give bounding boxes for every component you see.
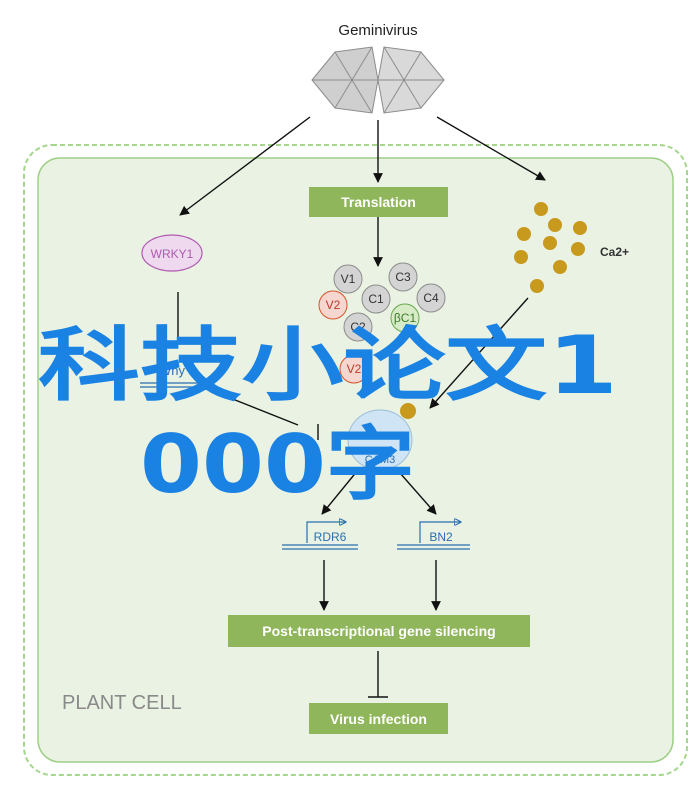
rdr6-label: RDR6 — [314, 530, 347, 544]
bn2-label: BN2 — [429, 530, 453, 544]
ca2-ion-dot — [548, 218, 562, 232]
ca2-ion-dot — [530, 279, 544, 293]
watermark-line-1: 科技小论文1 — [38, 319, 618, 412]
watermark-overlay: 科技小论文1 000字 — [38, 319, 618, 511]
svg-text:βC1: βC1 — [394, 311, 417, 325]
cam-arrows — [321, 469, 437, 515]
svg-text:C2: C2 — [350, 320, 366, 334]
wrky1-inhibition — [170, 292, 186, 344]
ptgs-inhibition — [368, 651, 388, 698]
protein-c1: C1 — [361, 284, 391, 314]
protein-v1: V1 — [333, 264, 363, 294]
watermark-line-2: 000字 — [140, 418, 415, 511]
wrky1-label: WRKY1 — [151, 247, 194, 261]
bn2-gene: BN2 — [397, 522, 470, 550]
ptgs-box: Post-transcriptional gene silencing — [228, 615, 530, 647]
svg-text:V2: V2 — [347, 362, 362, 376]
wrky1-node: WRKY1 — [141, 234, 203, 272]
protein-v2-top: V2 — [318, 290, 348, 320]
translation-box: Translation — [309, 187, 448, 217]
virus-infection-box: Virus infection — [309, 703, 448, 734]
ca2-ion-dot — [534, 202, 548, 216]
protein-bc1: βC1 — [390, 303, 420, 333]
rdr6-gene: RDR6 — [282, 522, 358, 550]
virus-arrows — [179, 116, 546, 267]
ca2-label: Ca2+ — [600, 245, 629, 259]
svg-text:C3: C3 — [395, 270, 411, 284]
why-gene: Why — [140, 363, 205, 388]
ca2-ion-dot — [517, 227, 531, 241]
protein-v2-bottom: V2 — [339, 354, 369, 384]
svg-text:C1: C1 — [368, 292, 384, 306]
virus-infection-label: Virus infection — [330, 711, 427, 727]
gene-arrows — [319, 560, 441, 611]
ca2-ion-dot — [543, 236, 557, 250]
why-to-cam-line — [209, 389, 299, 426]
svg-text:V1: V1 — [341, 272, 356, 286]
cam-label: CAM3 — [365, 454, 396, 466]
protein-c2: C2 — [343, 312, 373, 342]
geminivirus-label: Geminivirus — [338, 22, 417, 39]
ptgs-label: Post-transcriptional gene silencing — [262, 623, 495, 639]
ca2-ion-dot — [514, 250, 528, 264]
protein-c4: C4 — [416, 283, 446, 313]
ca2-to-cam-arrow — [429, 297, 529, 409]
ca2-ion-dot — [571, 242, 585, 256]
ca2-ion-dot — [553, 260, 567, 274]
cam-node: CAM3 — [347, 403, 416, 471]
viral-proteins: V1 C3 V2 C1 C4 C2 βC1 V2 — [318, 262, 446, 384]
translation-label: Translation — [341, 194, 416, 210]
geminivirus-particle: Geminivirus — [311, 22, 445, 114]
plant-cell-label: PLANT CELL — [62, 692, 182, 714]
protein-c3: C3 — [388, 262, 418, 292]
ca2-ions — [514, 202, 587, 293]
svg-text:V2: V2 — [326, 298, 341, 312]
ca2-ion-dot — [573, 221, 587, 235]
why-label: Why — [159, 363, 186, 378]
svg-text:C4: C4 — [423, 291, 439, 305]
